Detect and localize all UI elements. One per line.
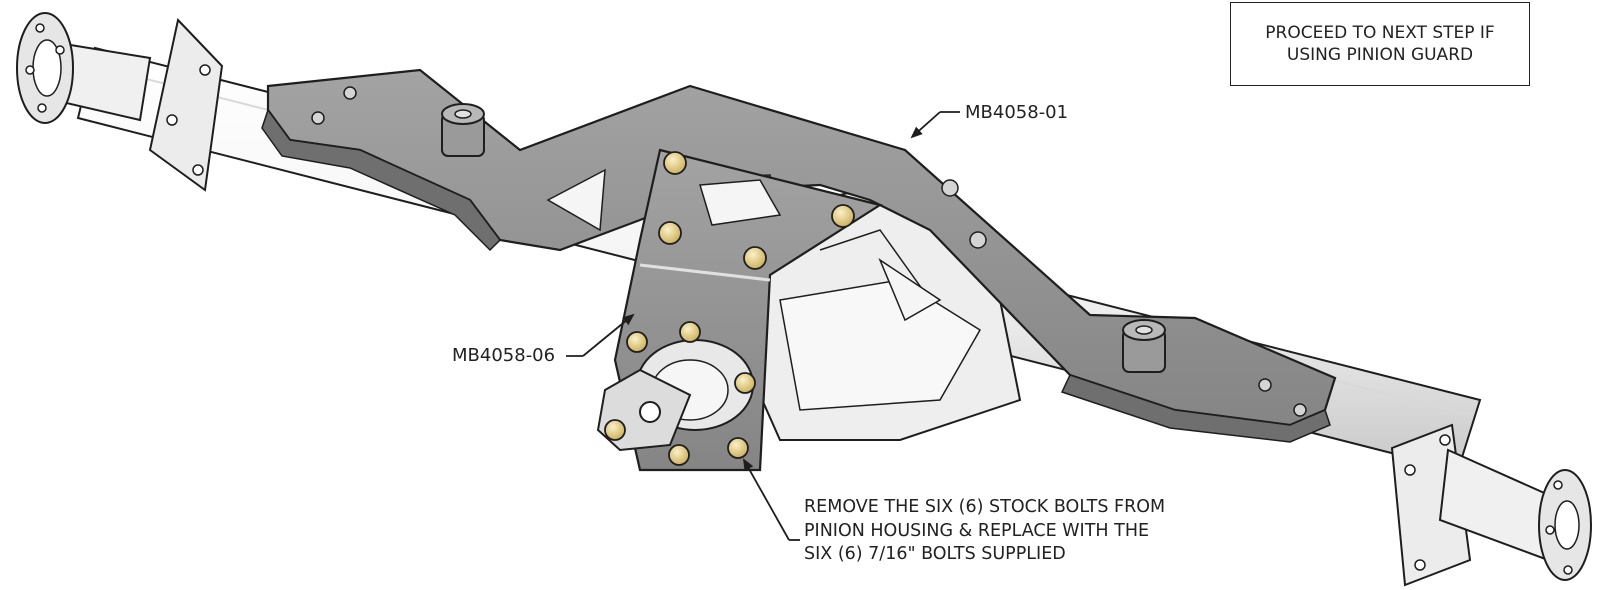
callout-mb4058-06: MB4058-06 [452, 345, 556, 366]
right-bump-pad [1122, 319, 1166, 373]
left-axle-end [16, 12, 152, 124]
bolt [743, 246, 767, 270]
bolt [658, 221, 682, 245]
instruction-line-1: REMOVE THE SIX (6) STOCK BOLTS FROM [804, 497, 1166, 517]
instruction-line-3: SIX (6) 7/16" BOLTS SUPPLIED [804, 544, 1066, 564]
bolt [668, 444, 690, 466]
leader-mb4058-06 [566, 313, 635, 357]
pinion-guard-note: PROCEED TO NEXT STEP IF USING PINION GUA… [1230, 2, 1530, 86]
instruction-line-2: PINION HOUSING & REPLACE WITH THE [804, 520, 1150, 541]
note-line-2: USING PINION GUARD [1286, 45, 1474, 65]
left-bump-pad [441, 103, 485, 157]
callout-mb4058-01: MB4058-01 [965, 102, 1069, 123]
leader-mb4058-01 [910, 111, 960, 139]
bracket-bolts [658, 151, 855, 270]
pinion-housing-bolts [604, 321, 756, 466]
left-mounting-flange [148, 17, 224, 192]
bolt [727, 437, 749, 459]
leader-instruction [743, 458, 800, 541]
note-line-1: PROCEED TO NEXT STEP IF [1265, 23, 1495, 43]
bolt-replacement-instruction: REMOVE THE SIX (6) STOCK BOLTS FROM PINI… [804, 496, 1165, 567]
bolt [604, 419, 626, 441]
bolt [663, 151, 687, 175]
bolt [626, 331, 648, 353]
bolt [831, 204, 855, 228]
right-axle-end [1438, 448, 1592, 581]
pinion-yoke [596, 339, 754, 452]
truss-plate-mb4058-01 [261, 68, 1337, 443]
bolt [734, 372, 756, 394]
bolt [679, 321, 701, 343]
